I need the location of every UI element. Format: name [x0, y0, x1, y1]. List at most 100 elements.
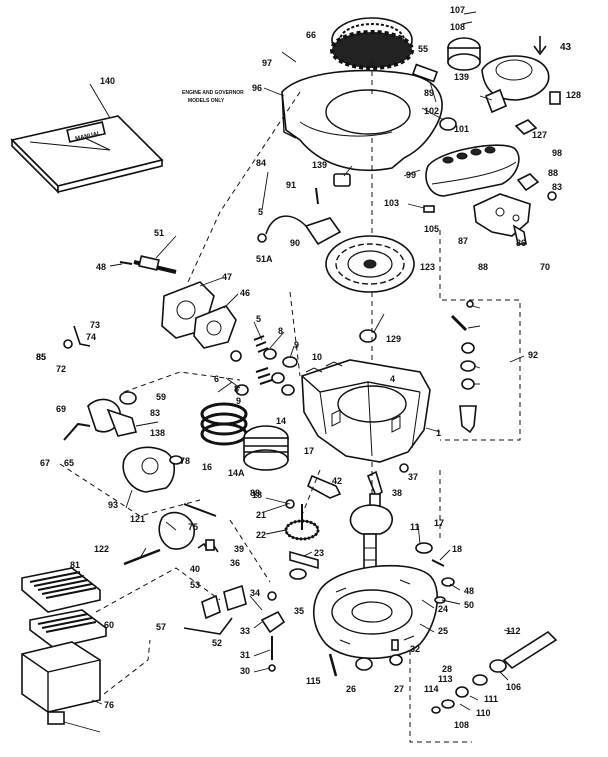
- callout-label: 37: [408, 472, 418, 482]
- callout-label: 10: [312, 352, 322, 362]
- callout-label: 59: [156, 392, 166, 402]
- callout-label: 4: [390, 374, 395, 384]
- flywheel: [325, 235, 415, 293]
- callout-label: 35: [294, 606, 304, 616]
- callout-label: 108: [454, 720, 469, 730]
- arrow-43: [533, 36, 547, 56]
- callout-label: 85: [36, 352, 46, 362]
- callout-label: 88: [250, 488, 260, 498]
- muffler: [425, 144, 520, 197]
- part-37: [399, 463, 409, 473]
- callout-label: 47: [222, 272, 232, 282]
- callout-label: 102: [424, 106, 439, 116]
- callout-label: 9: [236, 396, 241, 406]
- callout-label: 32: [410, 644, 420, 654]
- callout-label: 84: [256, 158, 266, 168]
- callout-label: 85: [36, 352, 46, 362]
- air-filter: [21, 567, 107, 725]
- callout-label: 5: [258, 207, 263, 217]
- ignition-armature: [257, 215, 342, 246]
- callout-label: 101: [454, 124, 469, 134]
- callout-label: 67: [40, 458, 50, 468]
- callout-label: 28: [442, 664, 452, 674]
- callout-label: 14A: [228, 468, 245, 478]
- callout-label: 55: [418, 44, 428, 54]
- callout-label: 89: [424, 88, 434, 98]
- callout-label: 21: [256, 510, 266, 520]
- callout-label: 57: [156, 622, 166, 632]
- part-127: [514, 119, 538, 135]
- callout-label: 114: [424, 684, 439, 694]
- part-103: [423, 205, 435, 213]
- part-139-cap: [333, 173, 351, 187]
- callout-label: 72: [56, 364, 66, 374]
- callout-label: 76: [104, 700, 114, 710]
- part-50: [434, 596, 446, 604]
- callout-label: 33: [240, 626, 250, 636]
- part-36: [205, 539, 215, 551]
- part-53: [201, 594, 221, 620]
- callout-label: 138: [150, 428, 165, 438]
- callout-label: 115: [306, 676, 321, 686]
- callout-label: 38: [392, 488, 402, 498]
- callout-label: 140: [100, 76, 115, 86]
- leader-lines: [63, 11, 525, 733]
- part-88-clip: [516, 173, 540, 192]
- callout-label: 113: [438, 674, 453, 684]
- callout-label: 27: [394, 684, 404, 694]
- callout-label: 88: [548, 168, 558, 178]
- callout-label: 122: [94, 544, 109, 554]
- callout-label: 42: [332, 476, 342, 486]
- callout-label: 30: [240, 666, 250, 676]
- part-52: [223, 584, 247, 612]
- callout-label: 92: [528, 350, 538, 360]
- part-83-washer: [547, 191, 557, 201]
- callout-label: 11: [410, 522, 420, 532]
- sump-cover: [313, 564, 439, 659]
- callout-label: 139: [312, 160, 327, 170]
- callout-label: 91: [286, 180, 296, 190]
- callout-label: 40: [190, 564, 200, 574]
- callout-label: 123: [420, 262, 435, 272]
- callout-label: 87: [458, 236, 468, 246]
- part-115: [328, 653, 338, 677]
- callout-label: 70: [540, 262, 550, 272]
- part-18-pin: [431, 559, 445, 567]
- part-labels: 107 108 43 66 97 55 139 96 89 128 140 10…: [36, 5, 581, 730]
- callout-label: 86: [516, 238, 526, 248]
- callout-label: 24: [438, 604, 448, 614]
- pto-shaft: [431, 630, 558, 714]
- callout-label: 51: [154, 228, 164, 238]
- part-69: [87, 398, 121, 433]
- callout-label: 14: [276, 416, 286, 426]
- callout-label: 81: [70, 560, 80, 570]
- callout-label: 46: [240, 288, 250, 298]
- valve-parts: [230, 335, 298, 396]
- callout-label: 22: [256, 530, 266, 540]
- callout-label: 83: [552, 182, 562, 192]
- cam-gear: [284, 504, 320, 580]
- part-32: [391, 639, 399, 651]
- callout-label: 83: [150, 408, 160, 418]
- callout-label: 106: [506, 682, 521, 692]
- model-note: ENGINE AND GOVERNOR MODELS ONLY: [182, 90, 244, 104]
- callout-label: 36: [230, 558, 240, 568]
- callout-label: 110: [476, 708, 491, 718]
- part-27: [389, 654, 403, 666]
- callout-label: 17: [434, 518, 444, 528]
- callout-label: 66: [306, 30, 316, 40]
- part-48: [441, 577, 455, 587]
- governor-rod: [183, 503, 217, 517]
- part-83-lever: [106, 408, 138, 437]
- model-note-line-2: MODELS ONLY: [188, 98, 225, 104]
- callout-label: 121: [130, 514, 145, 524]
- callout-label: 139: [454, 72, 469, 82]
- part-17-washer: [415, 542, 433, 554]
- manual-booklet: MANUAL: [10, 115, 164, 194]
- callout-label: 18: [452, 544, 462, 554]
- callout-label: 97: [262, 58, 272, 68]
- callout-label: 111: [484, 694, 498, 704]
- callout-label: 39: [234, 544, 244, 554]
- rewind-starter: [411, 37, 550, 114]
- part-34: [267, 591, 277, 601]
